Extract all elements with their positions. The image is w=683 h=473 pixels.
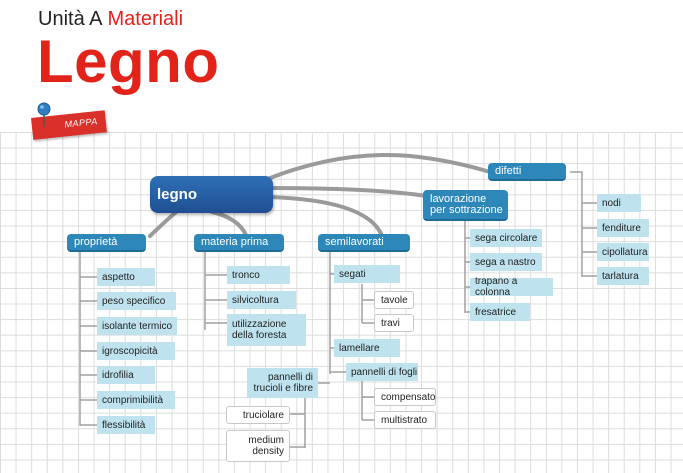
unit-prefix: Unità A: [38, 8, 103, 30]
pin-icon: [37, 102, 51, 127]
leaf-silvicoltura: silvicoltura: [227, 291, 296, 309]
leaf-isolante-termico: isolante termico: [97, 317, 177, 335]
leaf-utilizzazione-foresta: utilizzazione della foresta: [227, 314, 306, 346]
leaf-multistrato: multistrato: [374, 411, 436, 429]
leaf-igroscopicita: igroscopicità: [97, 342, 175, 360]
node-materia-prima: materia prima: [194, 234, 284, 252]
leaf-aspetto: aspetto: [97, 268, 155, 286]
leaf-travi: travi: [374, 314, 414, 332]
leaf-peso-specifico: peso specifico: [97, 292, 176, 310]
leaf-sega-a-nastro: sega a nastro: [470, 253, 542, 271]
leaf-cipollatura: cipollatura: [597, 243, 649, 261]
leaf-pannelli-di-fogli: pannelli di fogli: [346, 363, 418, 381]
leaf-pannelli-trucioli-fibre: pannelli di trucioli e fibre: [247, 368, 318, 398]
page-title: Legno: [37, 28, 220, 95]
leaf-flessibilita: flessibilità: [97, 416, 155, 434]
leaf-tavole: tavole: [374, 291, 414, 309]
leaf-idrofilia: idrofilia: [97, 366, 155, 384]
leaf-segati: segati: [334, 265, 400, 283]
leaf-sega-circolare: sega circolare: [470, 229, 542, 247]
leaf-tronco: tronco: [227, 266, 290, 284]
leaf-lamellare: lamellare: [334, 339, 400, 357]
leaf-nodi: nodi: [597, 194, 641, 212]
node-proprieta: proprietà: [67, 234, 146, 252]
leaf-compensato: compensato: [374, 388, 436, 406]
node-difetti: difetti: [488, 163, 566, 181]
unit-topic: Materiali: [107, 8, 184, 30]
leaf-truciolare: truciolare: [226, 406, 290, 424]
leaf-tarlatura: tarlatura: [597, 267, 649, 285]
leaf-medium-density: medium density: [226, 430, 290, 462]
root-node-legno: legno: [150, 176, 273, 213]
leaf-trapano-a-colonna: trapano a colonna: [470, 276, 553, 298]
leaf-fresatrice: fresatrice: [470, 303, 530, 321]
node-semilavorati: semilavorati: [318, 234, 410, 252]
leaf-fenditure: fenditure: [597, 219, 649, 237]
leaf-comprimibilita: comprimibilità: [97, 391, 175, 409]
node-lavorazione-sottrazione: lavorazione per sottrazione: [423, 190, 508, 221]
